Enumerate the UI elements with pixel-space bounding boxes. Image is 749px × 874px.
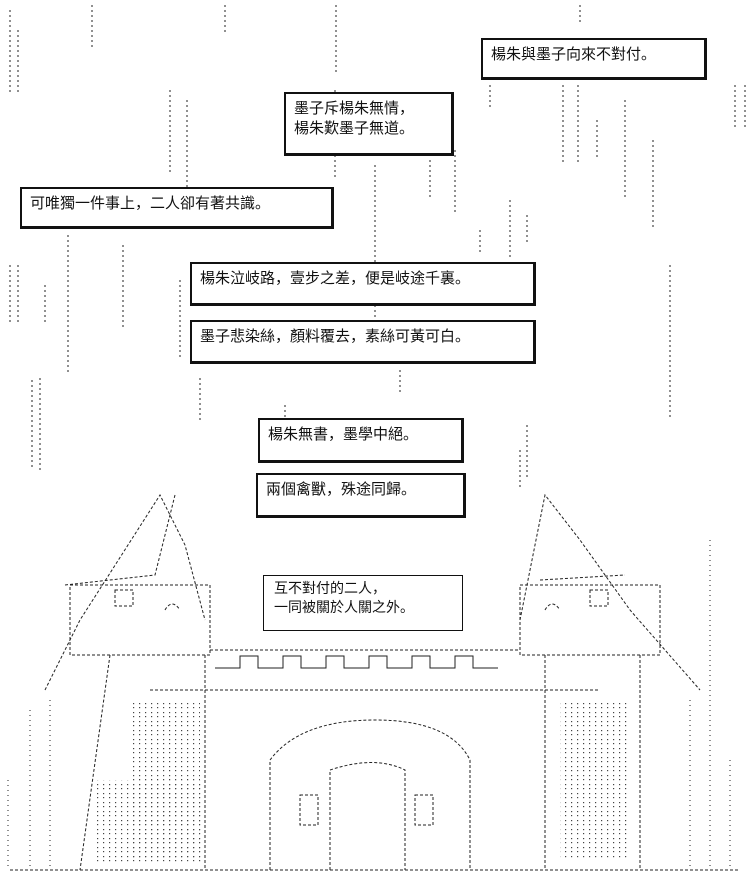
caption-line: 一同被關於人關之外。 — [274, 600, 414, 616]
caption-text: 墨子悲染絲，顏料覆去，素絲可黃可白。 — [200, 327, 471, 345]
caption-two-beasts: 兩個禽獸，殊途同歸。 — [256, 473, 466, 518]
caption-line: 楊朱歎墨子無道。 — [294, 119, 415, 137]
caption-line: 互不對付的二人， — [274, 581, 386, 597]
caption-consensus: 可唯獨一件事上，二人卻有著共識。 — [20, 187, 334, 229]
caption-text: 可唯獨一件事上，二人卻有著共識。 — [30, 194, 271, 212]
caption-text: 楊朱泣岐路，壹步之差，便是岐途千裏。 — [200, 269, 471, 287]
caption-yang-crossroads: 楊朱泣岐路，壹步之差，便是岐途千裏。 — [190, 262, 536, 306]
caption-mozi-silk: 墨子悲染絲，顏料覆去，素絲可黃可白。 — [190, 320, 536, 364]
caption-text: 兩個禽獸，殊途同歸。 — [266, 480, 417, 498]
caption-locked-out: 互不對付的二人， 一同被關於人關之外。 — [263, 575, 463, 631]
caption-rivalry: 楊朱與墨子向來不對付。 — [481, 38, 707, 80]
caption-text: 楊朱與墨子向來不對付。 — [491, 45, 657, 63]
caption-mutual-criticism: 墨子斥楊朱無情， 楊朱歎墨子無道。 — [284, 92, 454, 156]
caption-lost-teachings: 楊朱無書，墨學中絕。 — [258, 418, 464, 463]
caption-text: 楊朱無書，墨學中絕。 — [268, 425, 419, 443]
caption-line: 墨子斥楊朱無情， — [294, 99, 415, 117]
